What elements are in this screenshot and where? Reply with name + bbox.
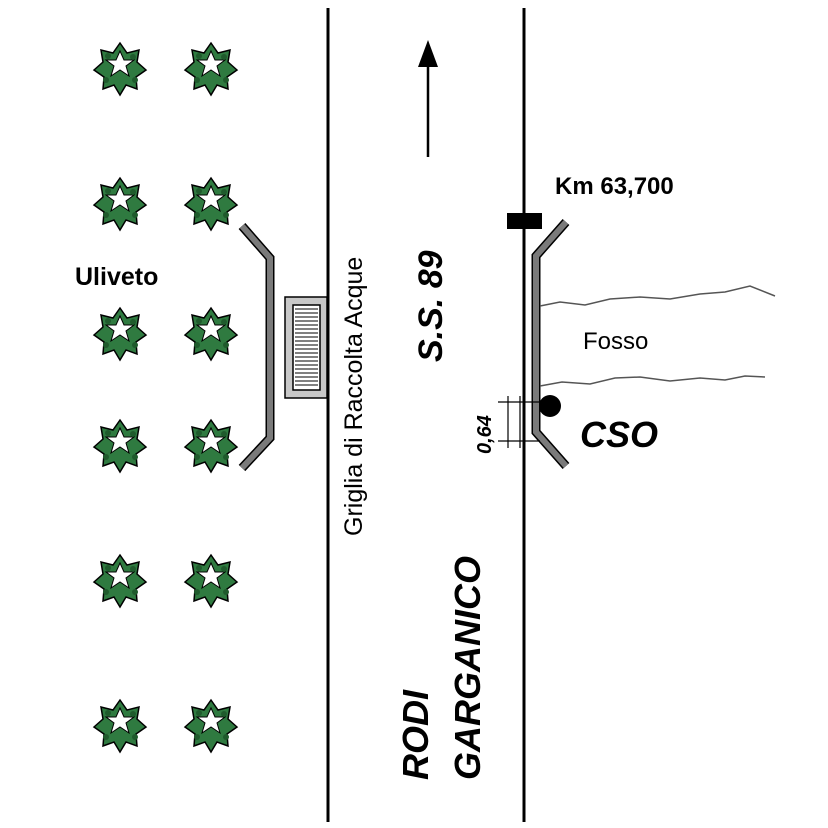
olive-tree-icon bbox=[184, 42, 238, 96]
olive-tree-icon bbox=[93, 699, 147, 753]
road-label: S.S. 89 bbox=[412, 250, 450, 362]
km-marker bbox=[507, 213, 542, 229]
water-grate bbox=[284, 296, 328, 399]
grate-label: Griglia di Raccolta Acque bbox=[340, 257, 368, 536]
left-guardrail bbox=[238, 223, 275, 472]
olive-tree-icon bbox=[93, 177, 147, 231]
distance-label: 0,64 bbox=[474, 415, 496, 454]
cso-point bbox=[539, 395, 561, 417]
olive-tree-icon bbox=[93, 419, 147, 473]
ditch-label: Fosso bbox=[583, 328, 648, 355]
kilometre-label: Km 63,700 bbox=[555, 173, 674, 200]
olive-grove bbox=[93, 42, 238, 753]
site-label: CSO bbox=[580, 414, 658, 455]
olive-tree-icon bbox=[184, 307, 238, 361]
olive-tree-icon bbox=[184, 699, 238, 753]
right-guardrail bbox=[531, 219, 570, 469]
olive-tree-icon bbox=[184, 554, 238, 608]
olive-tree-icon bbox=[184, 177, 238, 231]
north-arrow-icon bbox=[418, 40, 438, 157]
ditch-edge-lower bbox=[539, 375, 766, 387]
olive-tree-icon bbox=[93, 307, 147, 361]
olive-tree-icon bbox=[184, 419, 238, 473]
olive-tree-icon bbox=[93, 42, 147, 96]
ditch-edge-upper bbox=[539, 285, 776, 307]
distance-dimension bbox=[498, 396, 548, 448]
town-label-line1: RODI bbox=[395, 689, 436, 780]
olive-grove-label: Uliveto bbox=[75, 263, 158, 291]
town-label-line2: GARGANICO bbox=[447, 556, 488, 780]
olive-tree-icon bbox=[93, 554, 147, 608]
